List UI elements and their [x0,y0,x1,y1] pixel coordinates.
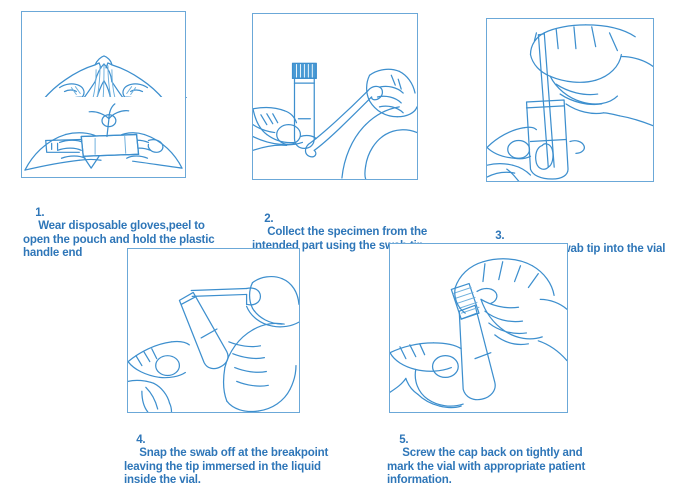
step-panel-2: 2. Collect the specimen from the intende… [252,13,427,252]
illustration-frame-5 [389,243,568,413]
step-number-4: 4. [136,433,146,446]
illustration-2-collect-specimen [253,62,417,179]
illustration-4-snap-swab-breakpoint [128,275,299,412]
step-panel-1: 1. Wear disposable gloves,peel to open t… [21,11,215,259]
step-caption-2: 2. Collect the specimen from the intende… [252,199,442,267]
step-text-2: Collect the specimen from the intended p… [252,226,431,252]
illustration-frame-3 [486,18,654,182]
illustration-1b-holding-plastic-handle [24,103,183,171]
step-caption-1: 1. Wear disposable gloves,peel to open t… [23,193,223,275]
illustration-frame-4 [127,248,300,413]
step-text-1: Wear disposable gloves,peel to open the … [23,220,218,260]
step-panel-5: 5. Screw the cap back on tightly and mar… [387,243,585,486]
step-number-3: 3. [495,229,505,242]
step-panel-4: 4. Snap the swab off at the breakpoint l… [124,248,328,486]
illustration-5-screw-cap-onto-vial [390,258,567,409]
illustration-3-insert-swab-into-vial [487,24,653,181]
step-number-5: 5. [399,433,409,446]
step-panel-3: 3. Insert the swab tip into the vial [486,18,665,255]
illustration-frame-2 [252,13,418,180]
step-text-4: Snap the swab off at the breakpoint leav… [124,447,332,487]
step-number-2: 2. [264,212,274,225]
step-caption-4: 4. Snap the swab off at the breakpoint l… [124,420,334,502]
illustration-frame-1b [21,97,186,178]
step-caption-5: 5. Screw the cap back on tightly and mar… [387,420,599,502]
step-text-5: Screw the cap back on tightly and mark t… [387,447,589,487]
step-number-1: 1. [35,206,45,219]
